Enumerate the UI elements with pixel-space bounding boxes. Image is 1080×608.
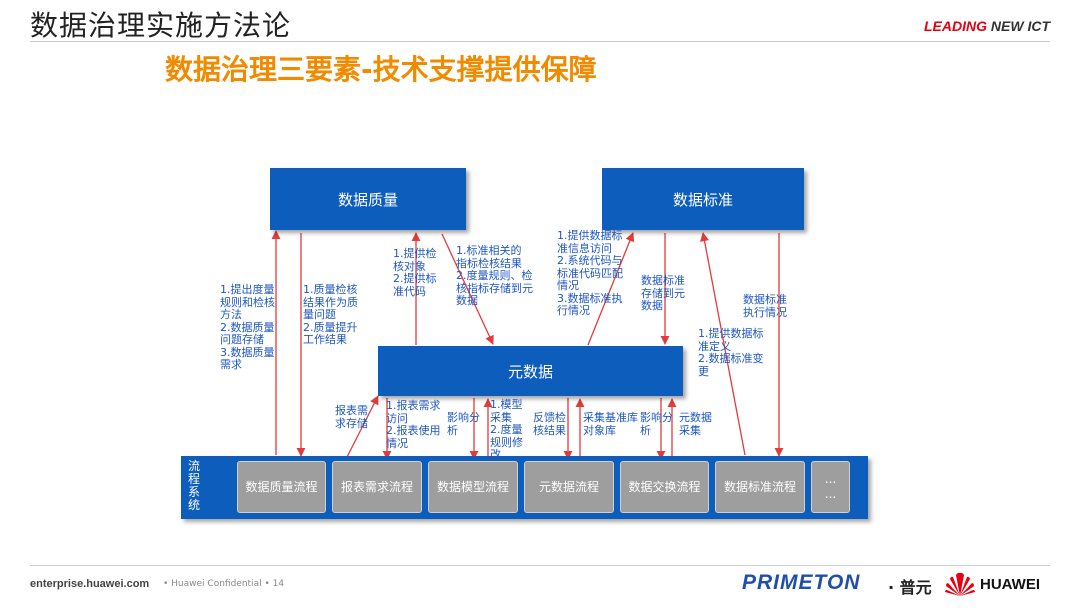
brand-tagline: LEADING NEW ICT bbox=[924, 18, 1050, 34]
annotation-metadata-to-standard: 1.提供数据标 准信息访问 2.系统代码与 标准代码匹配 情况 3.数据标准执 … bbox=[557, 229, 623, 317]
arrow-flow-to-standard bbox=[700, 232, 746, 456]
footer-url: enterprise.huawei.com bbox=[30, 578, 150, 590]
annotation-standard-to-flow: 数据标准 执行情况 bbox=[743, 293, 787, 319]
annotation-collect-lib: 采集基准库 对象库 bbox=[583, 411, 638, 437]
annotation-meta-collect: 元数据 采集 bbox=[679, 411, 712, 437]
slide-subtitle: 数据治理三要素-技术支撑提供保障 bbox=[165, 53, 597, 86]
annotation-quality-to-flow: 1.提出度量 规则和检核 方法 2.数据质量 问题存储 3.数据质量 需求 bbox=[220, 283, 275, 371]
arrow-metadata-to-standard bbox=[587, 232, 635, 346]
header-divider bbox=[30, 41, 1050, 42]
annotation-model: 1.模型 采集 2.度量 规则修 改 bbox=[490, 398, 523, 461]
huawei-flower-icon bbox=[945, 572, 975, 596]
annotation-impact-analysis-1: 影响分 析 bbox=[447, 411, 480, 437]
huawei-logo-text: HUAWEI bbox=[980, 576, 1040, 593]
annotation-report-store: 报表需 求存储 bbox=[335, 404, 368, 430]
primeton-logo: PRIMETON bbox=[742, 571, 861, 594]
annotation-quality-to-metadata: 1.标准相关的 指标检核结果 2.度量规则、检 核指标存储到元 数据 bbox=[456, 244, 533, 307]
process-data-exchange: 数据交换流程 bbox=[620, 461, 709, 513]
tagline-leading: LEADING bbox=[924, 18, 987, 34]
process-data-quality: 数据质量流程 bbox=[237, 461, 326, 513]
annotation-feedback: 反馈检 核结果 bbox=[533, 411, 566, 437]
annotation-flow-to-quality: 1.质量检核 结果作为质 量问题 2.质量提升 工作结果 bbox=[303, 283, 358, 346]
process-more: ... ... bbox=[811, 461, 850, 513]
data-quality-node: 数据质量 bbox=[270, 168, 466, 230]
data-standard-node: 数据标准 bbox=[602, 168, 804, 230]
annotation-impact-analysis-2: 影响分 析 bbox=[640, 411, 673, 437]
process-report-demand: 报表需求流程 bbox=[332, 461, 422, 513]
flow-system-label: 流程系统 bbox=[187, 459, 200, 512]
footer-divider bbox=[30, 565, 1050, 566]
process-data-model: 数据模型流程 bbox=[428, 461, 518, 513]
process-data-standard: 数据标准流程 bbox=[715, 461, 805, 513]
arrow-report-to-metadata bbox=[345, 395, 379, 460]
arrow-quality-to-metadata bbox=[441, 233, 494, 345]
annotation-flow-to-standard: 1.提供数据标 准定义 2.数据标准变 更 bbox=[698, 327, 764, 378]
process-metadata: 元数据流程 bbox=[524, 461, 614, 513]
tagline-new-ict: NEW ICT bbox=[987, 18, 1050, 34]
annotation-metadata-to-quality: 1.提供检 核对象 2.提供标 准代码 bbox=[393, 247, 437, 298]
annotation-report-access: 1.报表需求 访问 2.报表使用 情况 bbox=[386, 399, 441, 450]
metadata-node: 元数据 bbox=[378, 346, 683, 396]
footer-confidential: • Huawei Confidential • 14 bbox=[163, 579, 285, 589]
annotation-standard-to-metadata: 数据标准 存储到元 数据 bbox=[641, 274, 685, 312]
page-title: 数据治理实施方法论 bbox=[30, 9, 292, 42]
puyuan-logo-text: · 普元 bbox=[888, 578, 932, 597]
